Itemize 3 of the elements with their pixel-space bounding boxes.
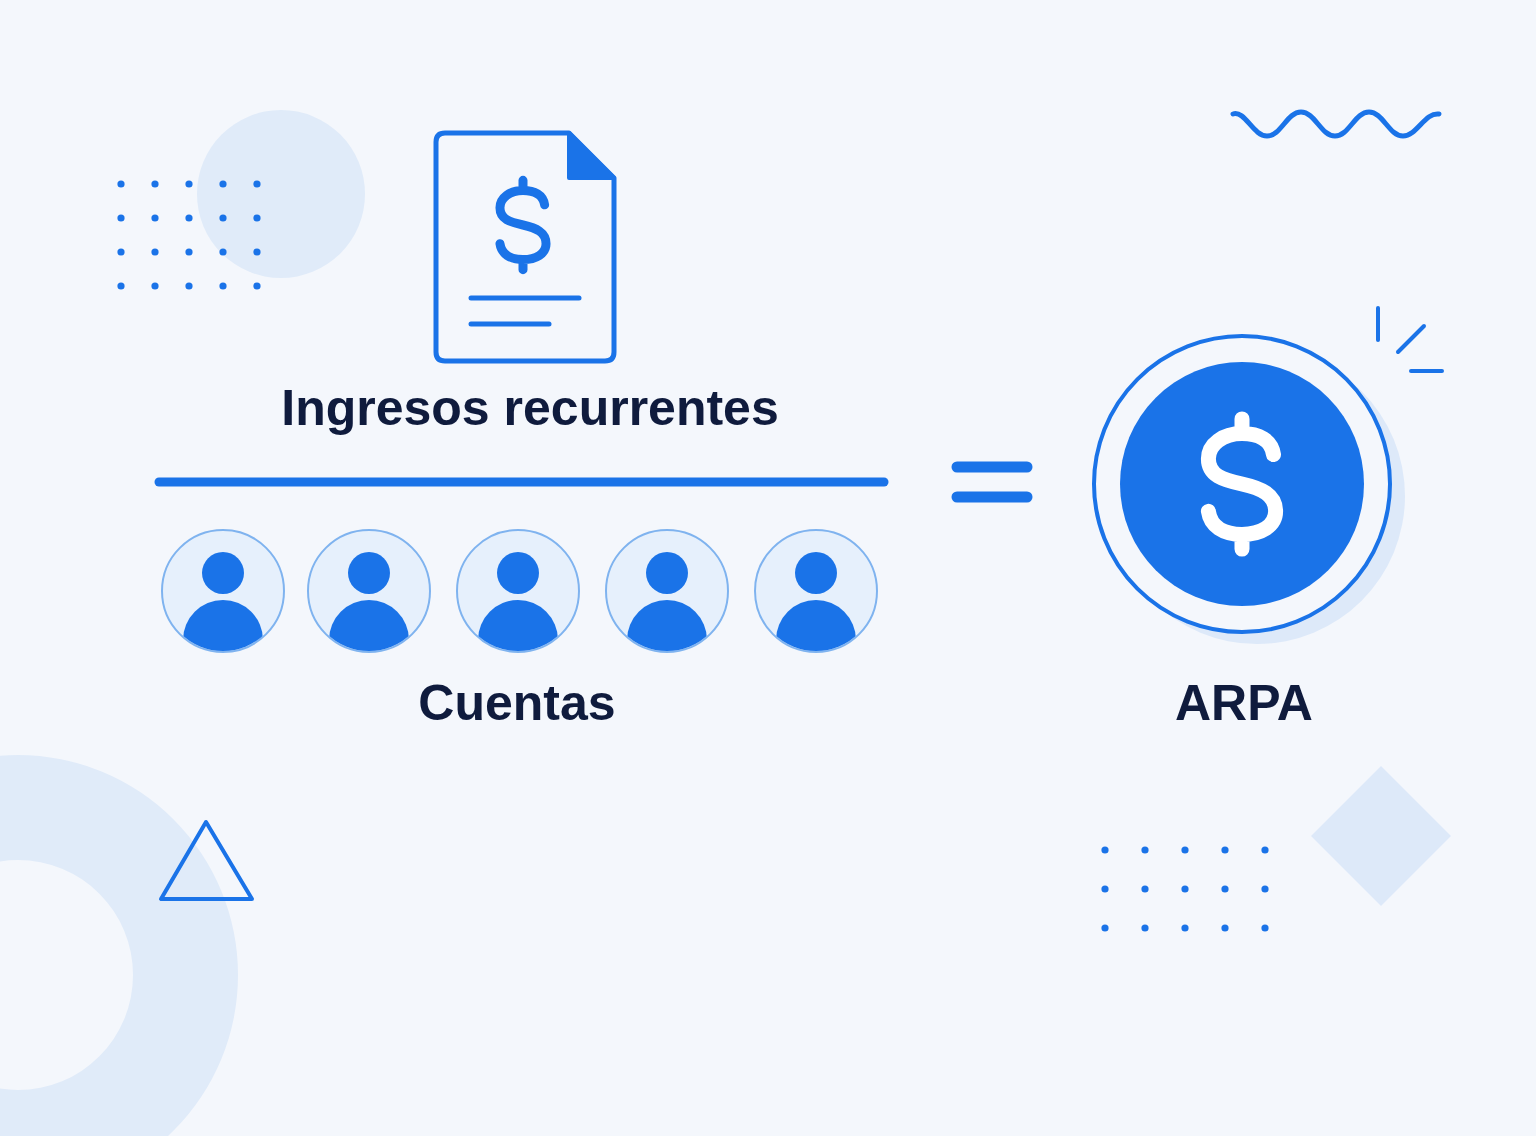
result-label: ARPA [1175, 675, 1313, 733]
numerator-label: Ingresos recurrentes [281, 380, 779, 438]
denominator-label: Cuentas [418, 675, 616, 733]
